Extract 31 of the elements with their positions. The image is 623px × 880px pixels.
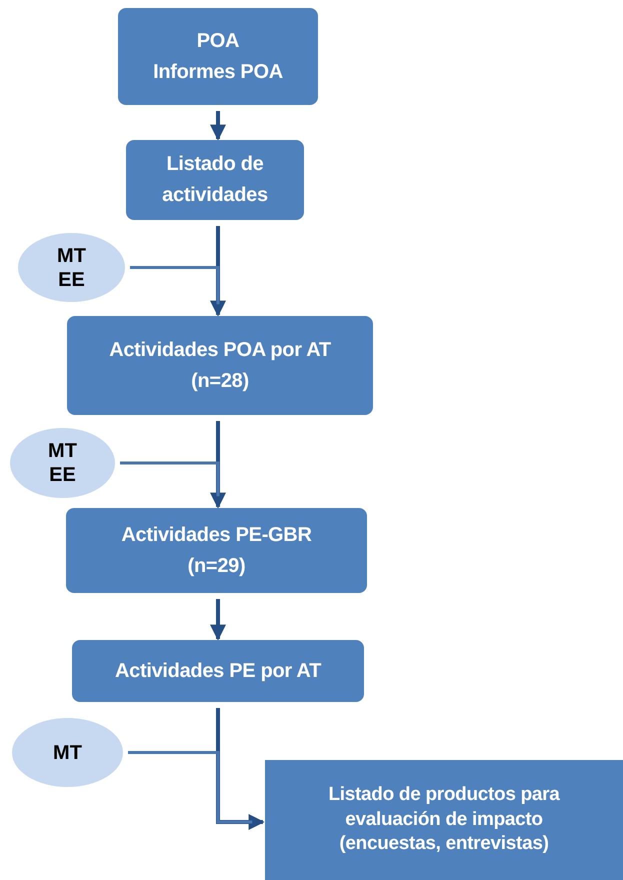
process-box: [118, 8, 318, 105]
arrow: [216, 708, 265, 830]
node-text: Listado de productos para evaluación de impacto (encuestas, entrevistas): [327, 782, 561, 856]
ellipse-node: [10, 428, 115, 498]
node-text: EE: [49, 463, 76, 487]
arrow: [210, 226, 226, 317]
process-box: [72, 640, 364, 702]
arrow: [210, 599, 226, 641]
node-text: Actividades PE por AT: [115, 658, 321, 684]
arrow: [128, 751, 264, 828]
node-text: Actividades POA por AT: [109, 338, 331, 362]
node-text: (n=28): [191, 368, 249, 394]
node-text: Actividades PE-GBR: [121, 522, 312, 548]
node-text: MT: [48, 439, 77, 463]
node-text: MT: [57, 244, 86, 268]
node-text: POA: [196, 28, 240, 54]
node-text: Informes POA: [153, 60, 283, 84]
process-box: [126, 140, 304, 220]
process-box: [66, 508, 367, 593]
ellipse-node: [18, 233, 125, 302]
arrow: [210, 421, 226, 509]
arrow: [210, 111, 226, 141]
node-text: EE: [58, 268, 85, 292]
node-text: (n=29): [188, 554, 246, 578]
node-text: MT: [53, 740, 82, 764]
arrow: [120, 462, 224, 508]
ellipse-node: [12, 718, 123, 787]
node-text: Listado de actividades: [161, 152, 269, 208]
process-box: [67, 316, 373, 415]
arrow: [130, 266, 224, 316]
process-box: [265, 760, 623, 880]
